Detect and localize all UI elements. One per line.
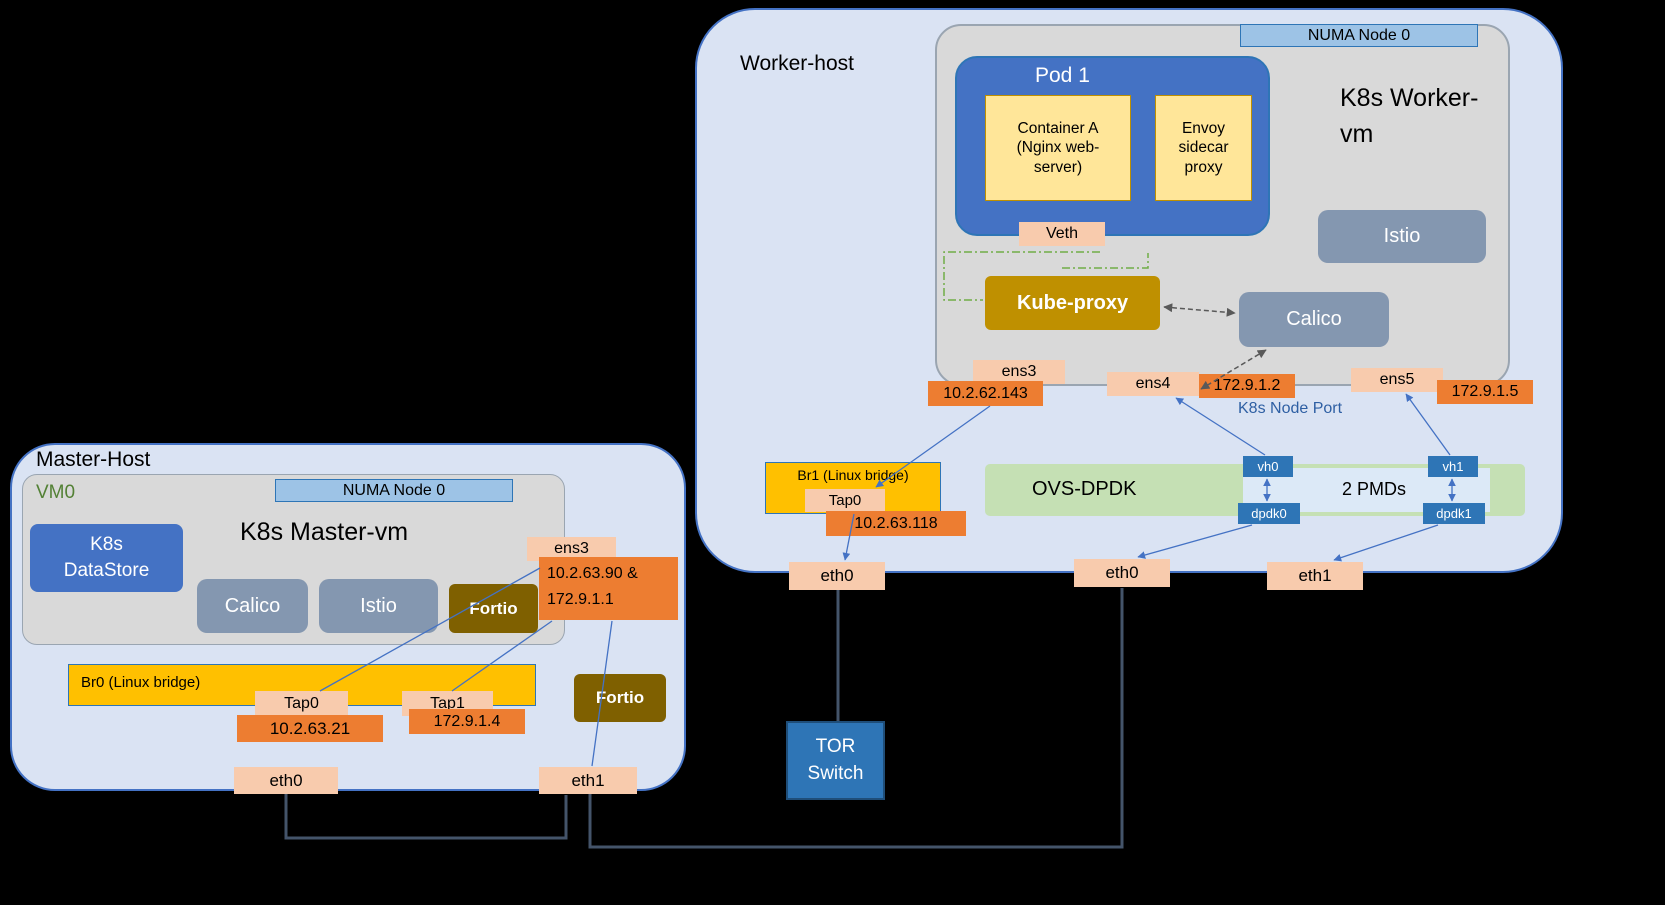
tap0-port-worker: Tap0 — [805, 489, 885, 512]
calico-box-worker: Calico — [1239, 292, 1389, 347]
ens3-ip-master: 10.2.63.90 & 172.9.1.1 — [539, 557, 678, 620]
eth1-port-worker: eth1 — [1267, 562, 1363, 590]
dpdk0-port: dpdk0 — [1238, 503, 1300, 524]
istio-box-worker: Istio — [1318, 210, 1486, 263]
vm0-label: VM0 — [36, 482, 76, 503]
master-vm-title: K8s Master-vm — [240, 518, 409, 546]
k8s-datastore-box: K8s DataStore — [30, 524, 183, 592]
veth-label: Veth — [1019, 222, 1105, 246]
master-host-title: Master-Host — [36, 448, 151, 471]
pod-1-title: Pod 1 — [1035, 64, 1090, 87]
worker-host-title: Worker-host — [740, 52, 854, 75]
eth1-port-master: eth1 — [539, 767, 637, 794]
ens5-port-worker: ens5 — [1351, 368, 1443, 392]
fortio-box-host: Fortio — [574, 674, 666, 722]
ens5-ip-worker: 172.9.1.5 — [1437, 380, 1533, 404]
tap0-ip-worker: 10.2.63.118 — [826, 511, 966, 536]
eth0-port-master: eth0 — [234, 767, 338, 794]
dpdk1-port: dpdk1 — [1423, 503, 1485, 524]
fortio-box-vm: Fortio — [449, 584, 538, 633]
container-a-box: Container A (Nginx web-server) — [985, 95, 1131, 201]
tor-switch: TOR Switch — [807, 735, 864, 784]
ens4-port-worker: ens4 — [1107, 372, 1199, 396]
ens3-ip-worker: 10.2.62.143 — [928, 381, 1043, 406]
vh0-port: vh0 — [1243, 456, 1293, 477]
tap0-ip-master: 10.2.63.21 — [237, 715, 383, 742]
eth0-port-worker-left: eth0 — [789, 562, 885, 590]
kube-proxy-box: Kube-proxy — [985, 276, 1160, 330]
ovs-dpdk-label: OVS-DPDK — [1032, 478, 1137, 500]
tap1-ip-master: 172.9.1.4 — [409, 709, 525, 734]
vh1-port: vh1 — [1428, 456, 1478, 477]
calico-box-master: Calico — [197, 579, 308, 633]
worker-vm-title: K8s Worker-vm — [1340, 84, 1479, 149]
eth0-port-worker-mid: eth0 — [1074, 559, 1170, 587]
ens3-port-worker: ens3 — [973, 360, 1065, 384]
tap0-port-master: Tap0 — [255, 691, 348, 716]
pmds-label: 2 PMDs — [1342, 479, 1407, 499]
k8s-node-port-label: K8s Node Port — [1238, 400, 1343, 417]
ens4-ip-worker: 172.9.1.2 — [1199, 374, 1295, 398]
master-numa-badge: NUMA Node 0 — [275, 479, 513, 502]
istio-box-master: Istio — [319, 579, 438, 633]
envoy-sidecar-box: Envoy sidecar proxy — [1155, 95, 1252, 201]
worker-numa-badge: NUMA Node 0 — [1240, 24, 1478, 47]
